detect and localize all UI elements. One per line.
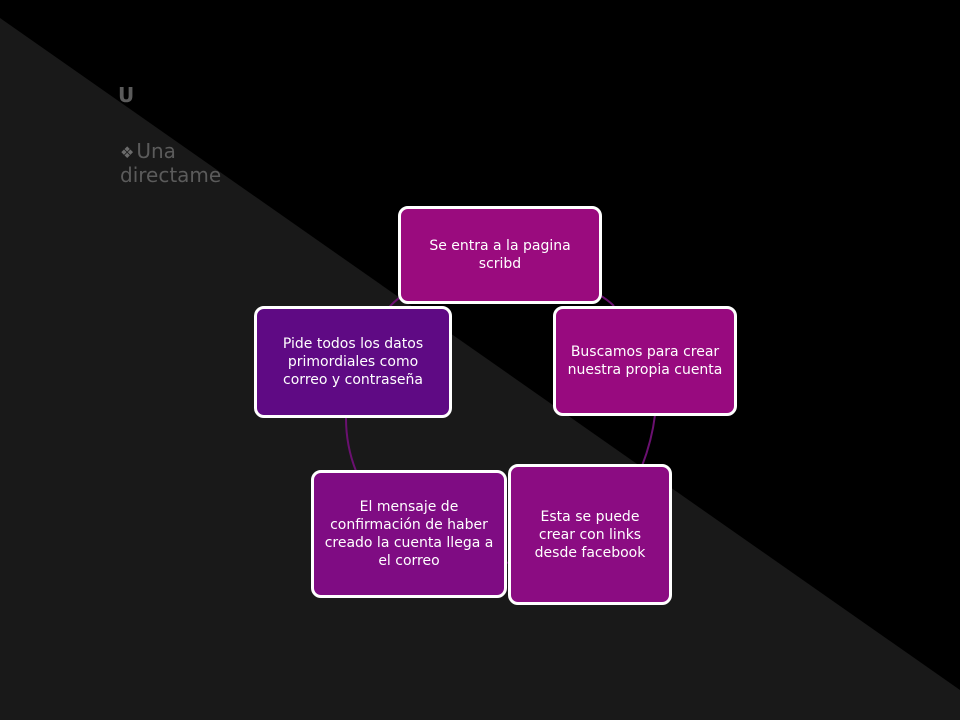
cycle-node-1: Se entra a la pagina scribd bbox=[398, 206, 602, 304]
bullet-text-line2-partial: directame bbox=[120, 163, 222, 187]
cycle-node-5-text: Pide todos los datos primordiales como c… bbox=[282, 336, 424, 388]
background-diagonal-band bbox=[0, 18, 960, 720]
cycle-node-1-text: Se entra a la pagina scribd bbox=[429, 238, 571, 272]
cycle-node-2: Buscamos para crear nuestra propia cuent… bbox=[553, 306, 737, 416]
slide-heading-partial: U bbox=[118, 83, 135, 107]
cycle-node-5: Pide todos los datos primordiales como c… bbox=[254, 306, 452, 418]
connector-n2-n3 bbox=[641, 414, 656, 467]
bullet-line: ❖Una bbox=[120, 138, 224, 166]
cycle-node-3: Esta se puede crear con links desde face… bbox=[508, 464, 672, 605]
cycle-node-4-text: El mensaje de confirmación de haber crea… bbox=[324, 499, 494, 569]
connector-n4-n5 bbox=[345, 417, 357, 472]
cycle-node-2-text: Buscamos para crear nuestra propia cuent… bbox=[567, 344, 723, 378]
cycle-node-3-text: Esta se puede crear con links desde face… bbox=[534, 508, 646, 561]
diamond-bullet-icon: ❖ bbox=[120, 143, 135, 162]
cycle-node-4: El mensaje de confirmación de haber crea… bbox=[311, 470, 507, 598]
bullet-text-partial: Una bbox=[136, 139, 176, 163]
